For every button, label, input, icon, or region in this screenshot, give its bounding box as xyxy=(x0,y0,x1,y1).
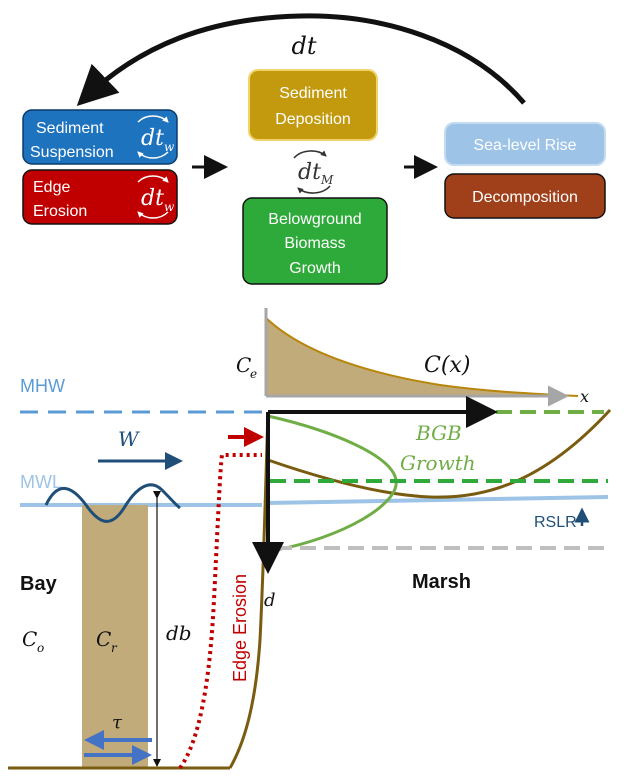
edge-erosion-box: Edge Erosion dt w xyxy=(22,169,178,225)
belowground-biomass-box: Belowground Biomass Growth xyxy=(242,197,388,285)
sea-level-rise-box: Sea-level Rise xyxy=(444,122,606,166)
mwl-label: MWL xyxy=(20,472,62,492)
cx-label: C(x) xyxy=(424,353,470,378)
dtw-cycle-icon: dt w xyxy=(137,115,175,159)
sediment-deposition-box: Sediment Deposition xyxy=(248,69,378,141)
dtm-label: dt xyxy=(298,160,321,185)
dtw-subscript-2: w xyxy=(164,200,175,214)
dtw-label: dt xyxy=(141,126,164,151)
mhw-label: MHW xyxy=(20,376,65,396)
cr-label: C xyxy=(96,627,111,651)
dtw-subscript: w xyxy=(164,140,175,154)
dtw-cycle-icon-2: dt w xyxy=(137,175,175,219)
tau-label: τ xyxy=(112,712,123,733)
wave xyxy=(44,483,181,523)
sediment-suspension-box: Sediment Suspension dt w xyxy=(22,109,178,165)
decomposition-box: Decomposition xyxy=(444,173,606,219)
dtm-subscript: M xyxy=(320,173,334,187)
rslr-label: RSLR xyxy=(534,514,577,531)
cr-subscript: r xyxy=(111,641,118,655)
bay-label: Bay xyxy=(20,573,58,595)
edge-erosion-label: Edge Erosion xyxy=(230,574,250,682)
co-subscript: o xyxy=(37,641,44,655)
sediment-suspension-line2: Suspension xyxy=(30,144,114,161)
concentration-fill xyxy=(266,318,578,396)
biomass-line1: Belowground xyxy=(268,211,361,228)
marsh-label: Marsh xyxy=(412,571,471,593)
mwl-line-marsh xyxy=(265,495,609,505)
sediment-deposition-line1: Sediment xyxy=(279,85,347,102)
sea-level-rise-label: Sea-level Rise xyxy=(473,137,576,154)
db-label: db xyxy=(166,621,192,645)
edge-erosion-line1: Edge xyxy=(33,179,70,196)
dtm-cycle-icon: dt M xyxy=(293,150,334,194)
sediment-deposition-line2: Deposition xyxy=(275,111,351,128)
decomposition-label: Decomposition xyxy=(472,189,578,206)
concentration-curve xyxy=(265,317,579,397)
bgb-label: BGB xyxy=(415,421,462,445)
cycle-dt-label: dt xyxy=(291,32,316,60)
cycle-arrow xyxy=(76,13,526,106)
x-axis-label: x xyxy=(580,387,589,406)
w-label: W xyxy=(118,427,140,451)
sediment-suspension-line1: Sediment xyxy=(36,120,104,137)
d-label: d xyxy=(264,590,276,611)
ce-label: C xyxy=(236,353,251,377)
marsh-platform-original xyxy=(267,408,612,499)
dtw-label-2: dt xyxy=(141,186,164,211)
edge-erosion-line2: Erosion xyxy=(33,203,87,220)
sediment-column xyxy=(82,505,148,767)
biomass-line3: Growth xyxy=(289,260,341,277)
biomass-line2: Biomass xyxy=(284,235,345,252)
growth-label: Growth xyxy=(400,451,476,475)
co-label: C xyxy=(22,627,37,651)
ce-subscript: e xyxy=(250,367,257,381)
